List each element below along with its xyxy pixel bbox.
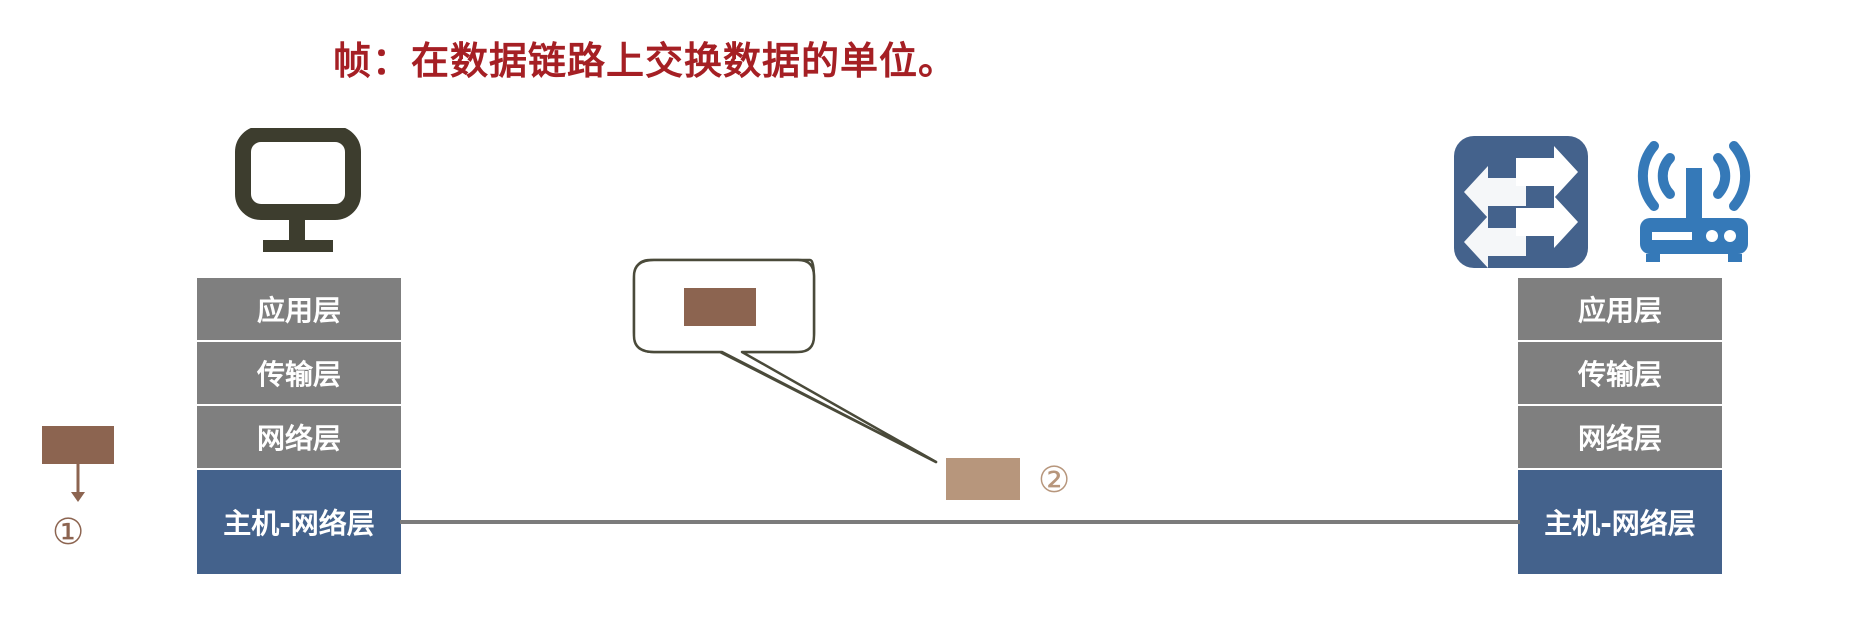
switch-icon xyxy=(1454,136,1588,268)
wireless-router-icon xyxy=(1637,141,1751,262)
step-1-label: ① xyxy=(52,512,85,553)
left-network-layer: 网络层 xyxy=(197,406,401,468)
computer-monitor-icon xyxy=(235,128,361,252)
frame-block-magnified xyxy=(684,288,756,326)
right-transport-layer: 传输层 xyxy=(1518,342,1722,404)
callout-bubble xyxy=(632,258,938,464)
left-host-network-layer: 主机-网络层 xyxy=(197,470,401,574)
step-2-label: ② xyxy=(1038,460,1071,501)
left-application-layer: 应用层 xyxy=(197,278,401,340)
frame-block-step2 xyxy=(946,458,1020,500)
right-network-layer: 网络层 xyxy=(1518,406,1722,468)
frame-block-step1 xyxy=(42,426,114,464)
left-protocol-stack: 应用层 传输层 网络层 主机-网络层 xyxy=(197,278,401,574)
left-transport-layer: 传输层 xyxy=(197,342,401,404)
page-title: 帧：在数据链路上交换数据的单位。 xyxy=(332,39,957,83)
data-link-line xyxy=(400,520,1520,524)
down-arrow-icon xyxy=(71,464,85,502)
right-host-network-layer: 主机-网络层 xyxy=(1518,470,1722,574)
right-application-layer: 应用层 xyxy=(1518,278,1722,340)
right-protocol-stack: 应用层 传输层 网络层 主机-网络层 xyxy=(1518,278,1722,574)
